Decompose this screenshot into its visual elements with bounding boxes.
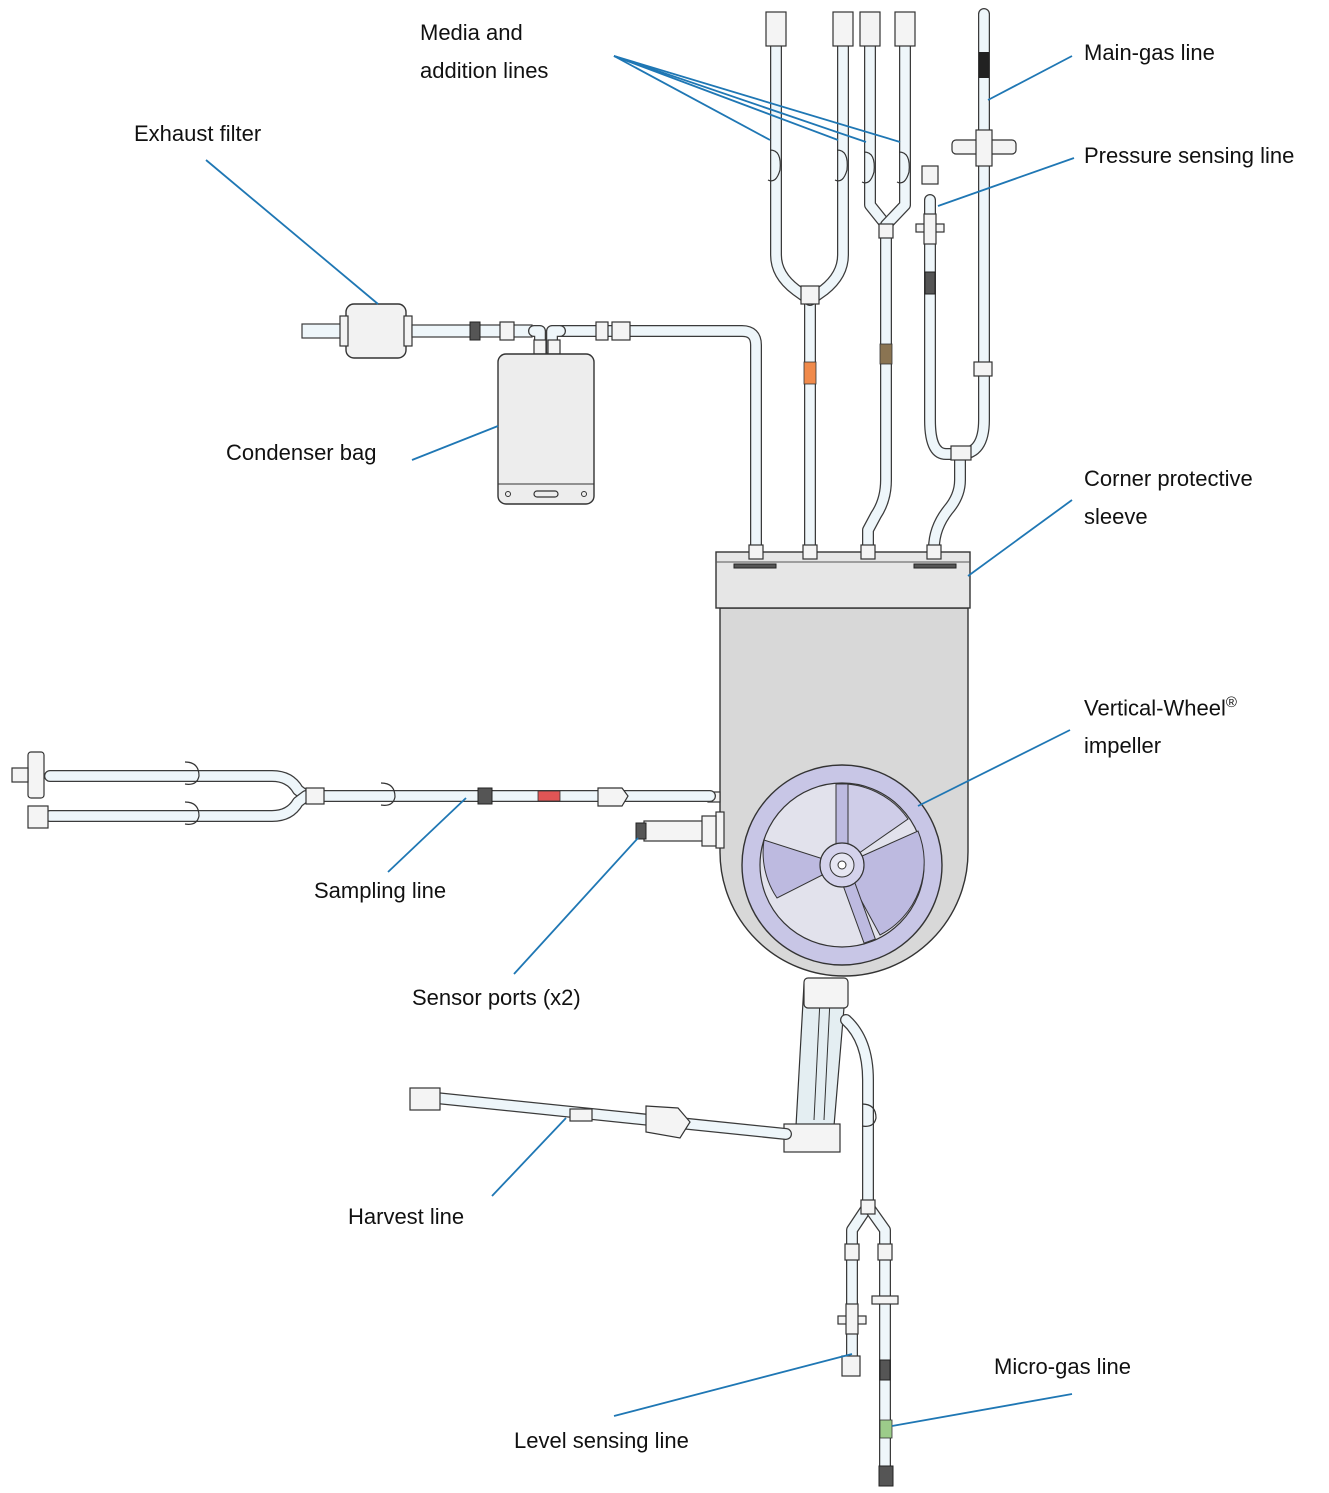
label-exhaust-filter: Exhaust filter (134, 121, 262, 146)
bottom-lines (837, 1199, 899, 1487)
exhaust-assembly (301, 303, 762, 554)
sensor-port (635, 815, 717, 847)
sampling-line (11, 751, 716, 829)
registered-mark: ® (1225, 694, 1237, 711)
harvest-assembly (409, 977, 877, 1216)
impeller-name: Vertical-Wheel (1084, 695, 1226, 721)
gas-lines (915, 8, 1017, 560)
vertical-wheel-impeller (741, 764, 943, 966)
label-sensor-ports: Sensor ports (x2) (412, 985, 581, 1010)
label-micro-gas-line: Micro-gas line (994, 1354, 1131, 1379)
condenser-bag (497, 353, 595, 505)
label-condenser-bag: Condenser bag (226, 440, 377, 465)
corner-protective-sleeve (715, 551, 971, 609)
exhaust-filter (345, 303, 407, 359)
leader-lines (205, 55, 1075, 1427)
media-addition-lines (748, 11, 916, 560)
label-harvest-line: Harvest line (348, 1204, 465, 1229)
label-pressure-sensing-line: Pressure sensing line (1084, 143, 1295, 168)
label-main-gas-line: Main-gas line (1084, 40, 1215, 65)
label-sampling-line: Sampling line (314, 878, 447, 903)
impeller-word: impeller (1084, 733, 1162, 759)
label-vertical-wheel-impeller: Vertical-Wheel® impeller (1084, 684, 1237, 765)
label-corner-protective-sleeve: Corner protective sleeve (1084, 466, 1253, 529)
label-media-addition-lines: Media and addition lines (420, 20, 549, 83)
label-level-sensing-line: Level sensing line (514, 1428, 689, 1453)
